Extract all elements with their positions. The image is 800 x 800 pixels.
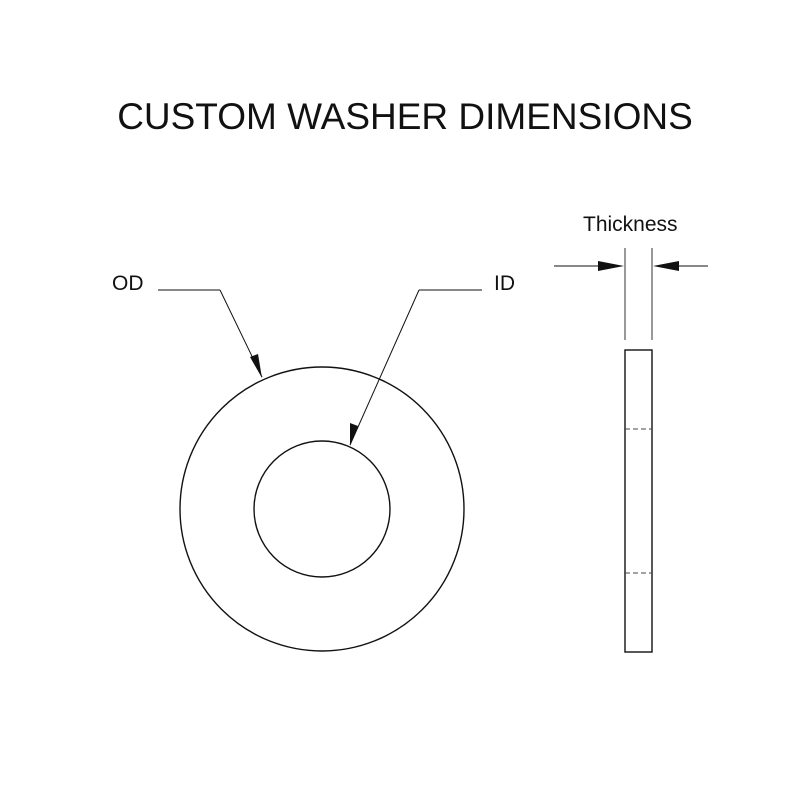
od-leader [158,289,263,378]
side-view [624,349,653,653]
outer-circle [179,366,465,652]
id-leader [349,289,482,446]
thickness-dimension [554,248,708,340]
od-label: OD [112,272,144,295]
id-label: ID [494,272,515,295]
thickness-label: Thickness [583,213,678,236]
inner-circle [253,440,391,578]
page-title: CUSTOM WASHER DIMENSIONS [117,96,693,137]
